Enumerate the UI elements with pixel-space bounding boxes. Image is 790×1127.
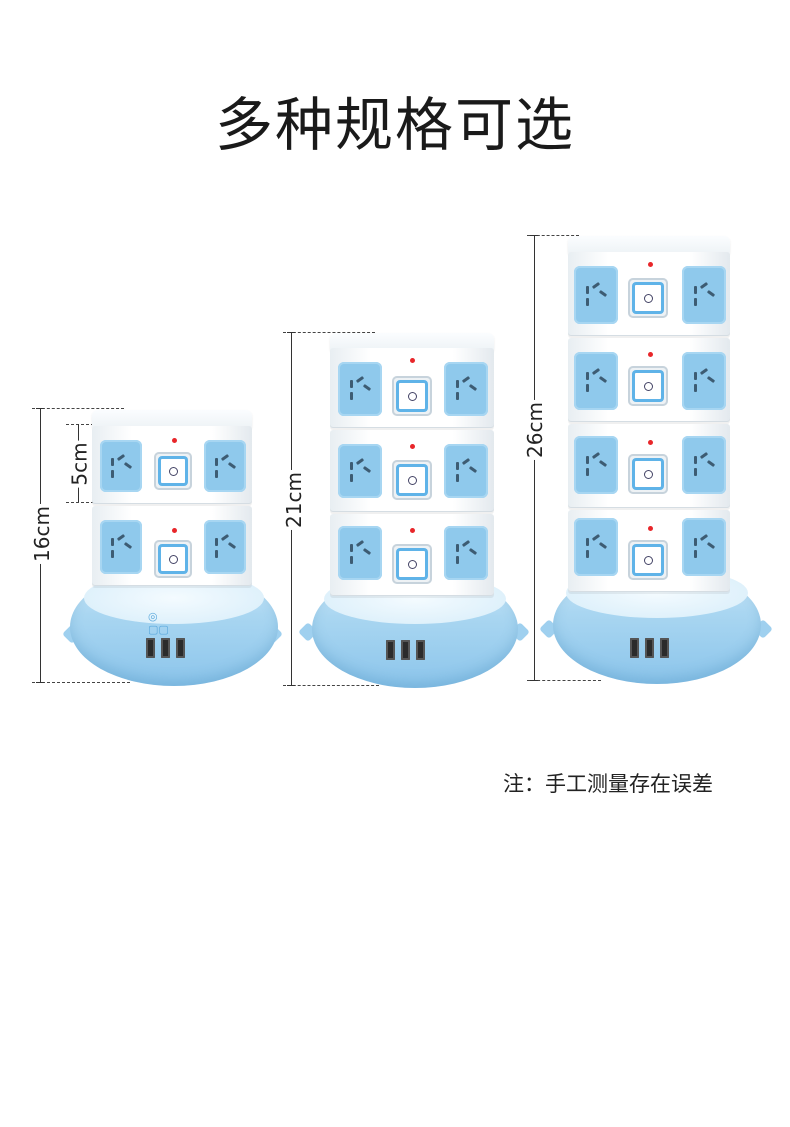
usb-port-icon: [645, 638, 654, 658]
indicator-led: [410, 528, 415, 533]
usb-port-icon: [176, 638, 185, 658]
usb-ports: [630, 638, 669, 658]
dim-tick: [287, 685, 295, 686]
indicator-led: [648, 352, 653, 357]
power-switch[interactable]: [392, 544, 432, 584]
dim-line-top-medium: [283, 332, 375, 333]
power-switch[interactable]: [628, 540, 668, 580]
usb-ports: [386, 640, 425, 660]
outlet-icon: [100, 520, 142, 574]
outlet-icon: [338, 526, 382, 580]
dim-tick: [287, 332, 295, 333]
dim-label-layer: 5cm: [65, 440, 94, 488]
dim-tick: [530, 680, 538, 681]
power-switch[interactable]: [154, 452, 192, 490]
dim-line-top-large: [527, 235, 579, 236]
power-switch[interactable]: [154, 540, 192, 578]
dim-tick: [530, 235, 538, 236]
brand-logo: ◎ ▢▢: [148, 610, 169, 636]
outlet-icon: [574, 436, 618, 494]
outlet-icon: [204, 520, 246, 574]
outlet-icon: [338, 444, 382, 498]
outlet-icon: [338, 362, 382, 416]
usb-port-icon: [630, 638, 639, 658]
socket-module: [92, 426, 252, 504]
socket-module: [568, 338, 730, 422]
indicator-led: [410, 358, 415, 363]
outlet-icon: [574, 518, 618, 576]
dim-label-medium-total: 21cm: [279, 470, 308, 530]
power-switch[interactable]: [392, 460, 432, 500]
usb-port-icon: [401, 640, 410, 660]
power-switch[interactable]: [392, 376, 432, 416]
dim-label-small-total: 16cm: [27, 504, 56, 564]
socket-module: [330, 430, 494, 512]
power-switch[interactable]: [628, 278, 668, 318]
dim-line-bottom-large: [527, 680, 601, 681]
dim-label-large-total: 26cm: [520, 400, 549, 460]
outlet-icon: [574, 266, 618, 324]
outlet-icon: [204, 440, 246, 492]
socket-module: [330, 514, 494, 596]
socket-module: [568, 510, 730, 592]
dim-line-top-small: [32, 408, 124, 409]
usb-port-icon: [146, 638, 155, 658]
dim-tick: [36, 408, 44, 409]
indicator-led: [410, 444, 415, 449]
dim-line-layer-top: [66, 424, 104, 425]
page-title: 多种规格可选: [214, 91, 575, 159]
indicator-led: [172, 438, 177, 443]
power-switch[interactable]: [628, 454, 668, 494]
tower-lid: [330, 333, 494, 351]
outlet-icon: [444, 362, 488, 416]
outlet-icon: [682, 436, 726, 494]
usb-port-icon: [161, 638, 170, 658]
socket-module: [330, 348, 494, 428]
dim-line-bottom-small: [32, 682, 130, 683]
outlet-icon: [574, 352, 618, 410]
outlet-icon: [444, 444, 488, 498]
outlet-icon: [682, 352, 726, 410]
socket-module: [92, 506, 252, 586]
usb-port-icon: [386, 640, 395, 660]
usb-port-icon: [660, 638, 669, 658]
tower-lid: [92, 410, 252, 428]
usb-port-icon: [416, 640, 425, 660]
indicator-led: [648, 526, 653, 531]
dim-line-layer-bottom: [66, 502, 104, 503]
tower-lid: [568, 236, 730, 254]
usb-ports: [146, 638, 185, 658]
outlet-icon: [100, 440, 142, 492]
dim-tick: [36, 682, 44, 683]
indicator-led: [648, 440, 653, 445]
power-switch[interactable]: [628, 366, 668, 406]
outlet-icon: [444, 526, 488, 580]
socket-module: [568, 424, 730, 508]
outlet-icon: [682, 518, 726, 576]
socket-module: [568, 252, 730, 336]
measurement-note: 注：手工测量存在误差: [503, 772, 713, 796]
outlet-icon: [682, 266, 726, 324]
dim-line-bottom-medium: [283, 685, 379, 686]
indicator-led: [648, 262, 653, 267]
indicator-led: [172, 528, 177, 533]
